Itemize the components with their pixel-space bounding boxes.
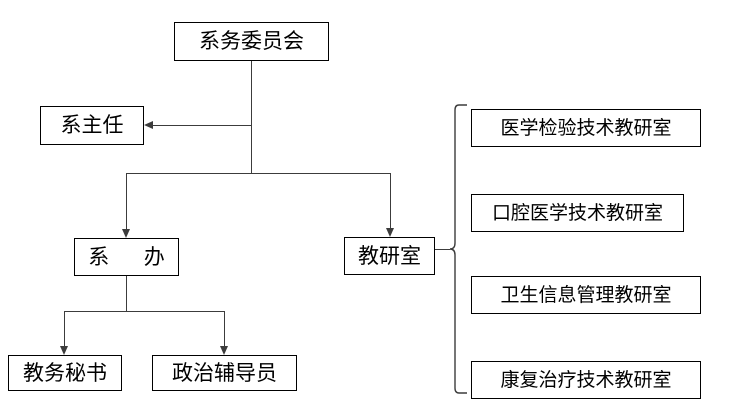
arrowhead-secretary: [60, 346, 68, 355]
node-department-dental-technology[interactable]: 口腔医学技术教研室: [471, 194, 684, 232]
arrowhead-teaching: [386, 228, 394, 237]
connector-committee-trunk: [251, 61, 252, 173]
node-counselor[interactable]: 政治辅导员: [152, 355, 297, 391]
node-department-dental-technology-label: 口腔医学技术教研室: [491, 202, 663, 224]
node-department-rehabilitation-label: 康复治疗技术教研室: [500, 369, 672, 391]
node-secretary[interactable]: 教务秘书: [8, 355, 122, 391]
connector-drop-counselor: [224, 311, 225, 346]
arrowhead-counselor: [220, 346, 228, 355]
node-department-medical-laboratory[interactable]: 医学检验技术教研室: [471, 109, 701, 147]
node-department-health-information-label: 卫生信息管理教研室: [500, 284, 672, 306]
node-office[interactable]: 系 办: [74, 238, 179, 276]
node-department-health-information[interactable]: 卫生信息管理教研室: [471, 276, 701, 314]
node-committee-label: 系务委员会: [199, 29, 304, 53]
connector-drop-teaching: [390, 173, 391, 228]
node-secretary-label: 教务秘书: [23, 360, 107, 385]
node-counselor-label: 政治辅导员: [172, 360, 277, 385]
node-teaching-group-label: 教研室: [358, 243, 421, 268]
department-group-brace-icon: [449, 104, 467, 394]
connector-drop-secretary: [64, 311, 65, 346]
node-teaching-group[interactable]: 教研室: [344, 237, 435, 275]
connector-teaching-to-brace: [435, 249, 450, 250]
connector-office-split-bar: [64, 311, 224, 312]
connector-committee-to-director: [153, 125, 251, 126]
node-office-label: 系 办: [88, 244, 172, 269]
arrowhead-office: [122, 229, 130, 238]
node-department-medical-laboratory-label: 医学检验技术教研室: [500, 117, 672, 139]
connector-drop-office: [126, 173, 127, 229]
node-director-label: 系主任: [60, 113, 124, 137]
arrowhead-director: [144, 121, 153, 129]
connector-split-bar: [126, 173, 390, 174]
node-committee[interactable]: 系务委员会: [174, 22, 329, 61]
node-department-rehabilitation[interactable]: 康复治疗技术教研室: [471, 361, 701, 399]
connector-office-trunk: [126, 276, 127, 311]
node-director[interactable]: 系主任: [40, 106, 144, 145]
